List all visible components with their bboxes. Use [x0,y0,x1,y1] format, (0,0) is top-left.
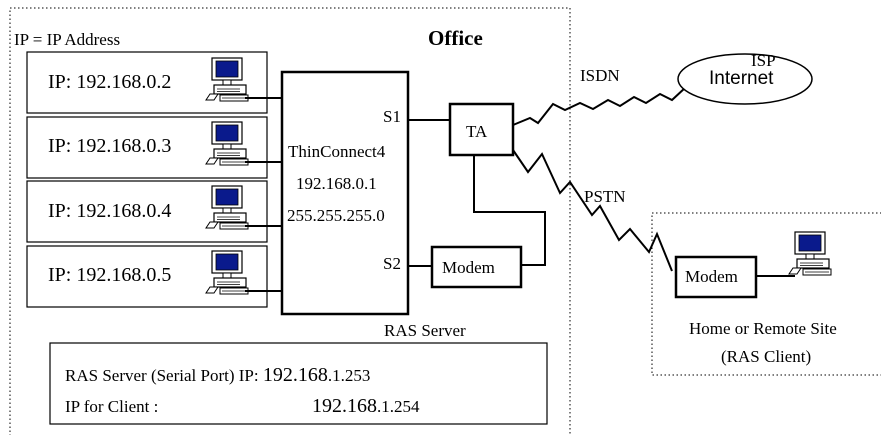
legend-text: IP = IP Address [14,30,121,49]
client-ip-net: 192.168 [312,395,377,417]
remote-site-boundary [651,212,881,376]
ras-server-ip-host: .1.253 [327,366,371,385]
client-ip-prefix: IP for Client : [65,397,159,416]
host-ip-label: IP: 192.168.0.5 [48,264,172,286]
internet-label: Internet [709,68,774,89]
router-name: ThinConnect4 [288,142,386,161]
ras-server-label: RAS Server [384,321,466,340]
host-box-1 [26,51,268,114]
remote-modem-label: Modem [685,267,738,286]
ras-server-ip-net: 192.168 [262,364,328,386]
pstn-link [512,149,673,272]
host-box-4 [26,245,268,308]
isdn-label: ISDN [580,66,620,85]
remote-computer-icon [788,231,832,276]
host-box-3 [26,180,268,243]
ras-server-ip-line: RAS Server (Serial Port) IP: 192.168.1.2… [65,365,370,385]
remote-site-label: Home or Remote Site [689,319,837,338]
ta-label: TA [466,122,488,141]
isdn-link [512,86,687,126]
pstn-label: PSTN [584,187,626,206]
router-ip: 192.168.0.1 [296,174,377,193]
port-s2-label: S2 [383,254,401,273]
office-modem-label: Modem [442,258,495,277]
router-box [280,70,410,316]
office-boundary [9,7,571,435]
port-s1-label: S1 [383,107,401,126]
computer-icon [205,250,249,295]
host-box-2 [26,116,268,179]
host-ip-label: IP: 192.168.0.3 [48,135,172,157]
ras-info-box [49,342,548,425]
computer-icon [205,121,249,166]
router-mask: 255.255.255.0 [287,206,385,225]
client-ip-line: 192.168.1.254 [312,396,420,416]
ta-box [448,102,515,157]
host-ip-label: IP: 192.168.0.4 [48,200,172,222]
host-ip-label: IP: 192.168.0.2 [48,71,172,93]
office-label: Office [428,26,483,50]
client-ip-host: .1.254 [377,397,420,416]
ras-client-label: (RAS Client) [721,347,812,366]
computer-icon [205,185,249,230]
computer-icon [205,57,249,102]
isp-label: ISP [751,51,776,70]
internet-cloud [677,53,813,105]
ras-server-ip-prefix: RAS Server (Serial Port) IP: [65,366,263,385]
